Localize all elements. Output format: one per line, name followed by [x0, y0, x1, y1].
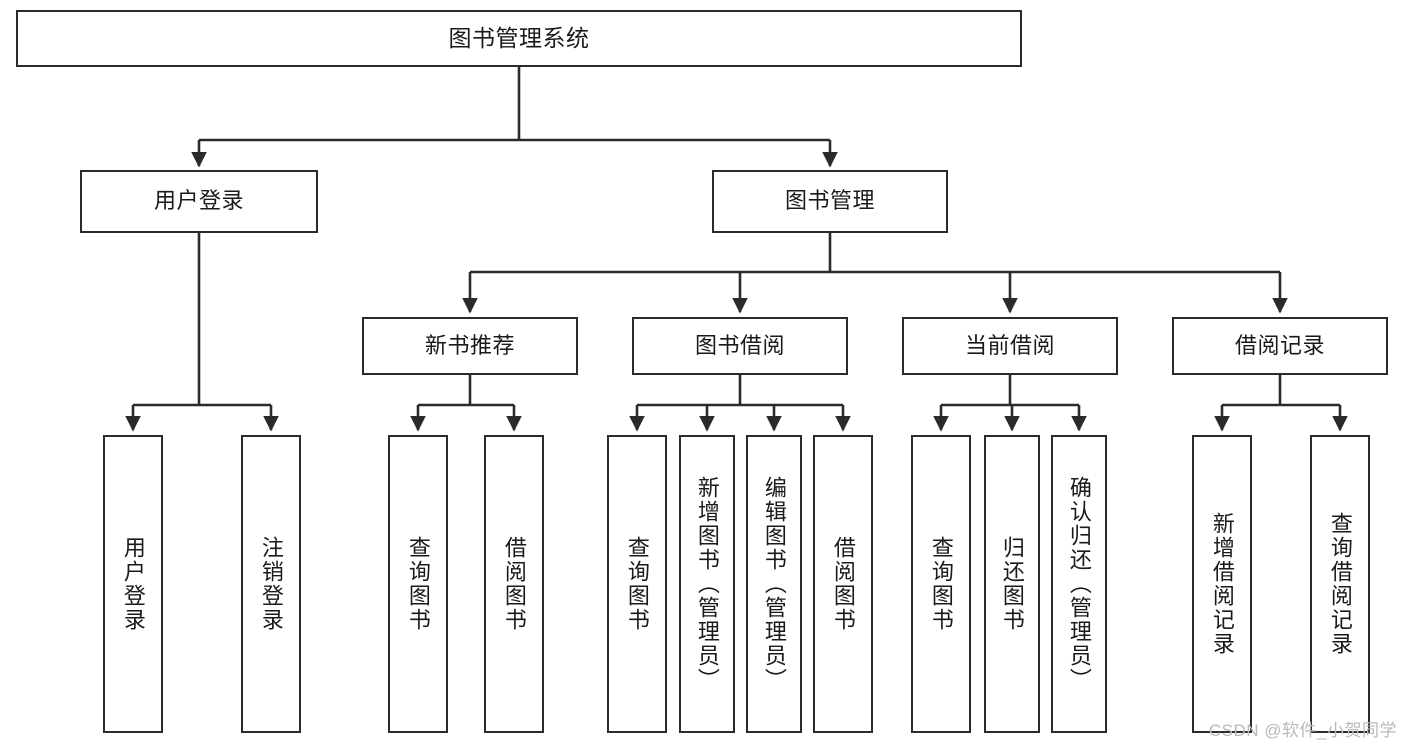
node-root-system[interactable]: 图书管理系统 [16, 10, 1022, 67]
node-leaf-confirm-return[interactable]: 确认归还（管理员） [1051, 435, 1107, 733]
node-leaf-return-book-label: 归还图书 [999, 536, 1025, 632]
node-leaf-query-record[interactable]: 查询借阅记录 [1310, 435, 1370, 733]
node-book-management[interactable]: 图书管理 [712, 170, 948, 233]
node-leaf-borrow-book-2[interactable]: 借阅图书 [813, 435, 873, 733]
node-borrowing-record-label: 借阅记录 [1234, 332, 1325, 358]
node-leaf-query-book-1-label: 查询图书 [405, 536, 431, 632]
node-leaf-user-login-label: 用户登录 [120, 536, 146, 632]
node-borrowing-record[interactable]: 借阅记录 [1172, 317, 1388, 375]
node-leaf-add-record-label: 新增借阅记录 [1209, 512, 1235, 656]
node-current-borrowing[interactable]: 当前借阅 [902, 317, 1118, 375]
node-leaf-confirm-return-label: 确认归还（管理员） [1066, 476, 1092, 692]
node-leaf-query-book-3[interactable]: 查询图书 [911, 435, 971, 733]
node-book-borrowing-label: 图书借阅 [694, 332, 785, 358]
node-leaf-query-book-3-label: 查询图书 [928, 536, 954, 632]
node-leaf-add-book-label: 新增图书（管理员） [694, 476, 720, 692]
node-leaf-edit-book[interactable]: 编辑图书（管理员） [746, 435, 802, 733]
node-user-login-label: 用户登录 [153, 188, 244, 214]
node-current-borrowing-label: 当前借阅 [964, 332, 1055, 358]
node-leaf-query-book-2-label: 查询图书 [624, 536, 650, 632]
node-leaf-logout-label: 注销登录 [258, 536, 284, 632]
node-leaf-query-book-2[interactable]: 查询图书 [607, 435, 667, 733]
node-root-system-label: 图书管理系统 [448, 24, 590, 51]
node-leaf-edit-book-label: 编辑图书（管理员） [761, 476, 787, 692]
node-book-borrowing[interactable]: 图书借阅 [632, 317, 848, 375]
node-leaf-return-book[interactable]: 归还图书 [984, 435, 1040, 733]
node-leaf-borrow-book-1-label: 借阅图书 [501, 536, 527, 632]
node-new-book-recommendation[interactable]: 新书推荐 [362, 317, 578, 375]
node-leaf-borrow-book-1[interactable]: 借阅图书 [484, 435, 544, 733]
node-leaf-borrow-book-2-label: 借阅图书 [830, 536, 856, 632]
node-leaf-add-record[interactable]: 新增借阅记录 [1192, 435, 1252, 733]
node-leaf-add-book[interactable]: 新增图书（管理员） [679, 435, 735, 733]
node-leaf-user-login[interactable]: 用户登录 [103, 435, 163, 733]
node-leaf-query-book-1[interactable]: 查询图书 [388, 435, 448, 733]
node-new-book-recommendation-label: 新书推荐 [424, 332, 515, 358]
node-user-login[interactable]: 用户登录 [80, 170, 318, 233]
node-leaf-logout[interactable]: 注销登录 [241, 435, 301, 733]
node-leaf-query-record-label: 查询借阅记录 [1327, 512, 1353, 656]
node-book-management-label: 图书管理 [784, 188, 875, 214]
